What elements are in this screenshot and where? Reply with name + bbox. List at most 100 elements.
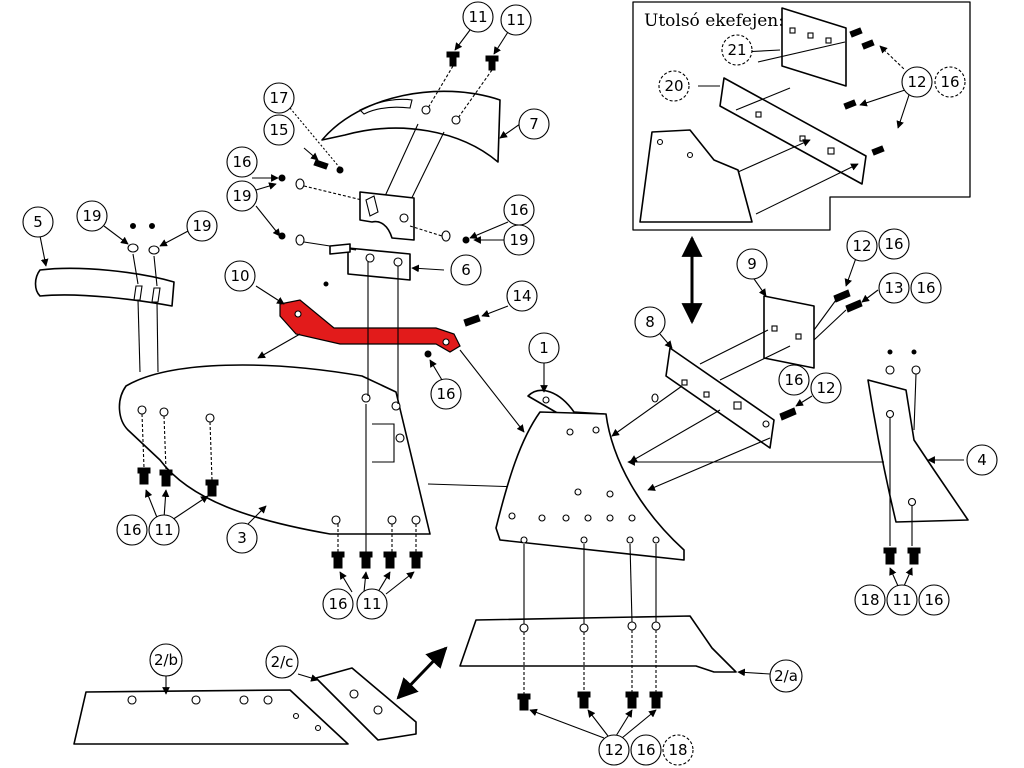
- svg-text:16: 16: [232, 153, 251, 171]
- callout-15: 15: [263, 114, 295, 146]
- nut: [149, 223, 155, 229]
- svg-text:9: 9: [747, 255, 757, 273]
- callout-19: 19: [186, 210, 218, 242]
- assembly-line: [699, 329, 769, 365]
- svg-text:14: 14: [512, 287, 531, 305]
- svg-text:18: 18: [860, 591, 879, 609]
- svg-text:11: 11: [468, 8, 487, 26]
- bolt-11: [485, 55, 499, 71]
- svg-text:2/b: 2/b: [154, 651, 178, 669]
- washer: [911, 365, 921, 375]
- svg-text:19: 19: [82, 207, 101, 225]
- part-3-body: [118, 364, 431, 535]
- callout-1: 1: [528, 332, 560, 364]
- callout-19: 19: [503, 224, 535, 256]
- callout-16: 16: [503, 194, 535, 226]
- callout-12-inset: 12: [901, 66, 933, 98]
- callout-7: 7: [518, 108, 550, 140]
- bolt-14: [463, 314, 481, 327]
- assembly-line: [757, 41, 846, 63]
- callout-16: 16: [778, 364, 810, 396]
- svg-text:4: 4: [977, 451, 987, 469]
- nut: [887, 349, 893, 355]
- svg-text:16: 16: [884, 235, 903, 253]
- svg-text:12: 12: [604, 741, 623, 759]
- part-10-strut-highlighted: [279, 299, 461, 353]
- callout-16: 16: [430, 378, 462, 410]
- callout-11: 11: [148, 514, 180, 546]
- svg-text:6: 6: [461, 261, 471, 279]
- callout-11: 11: [462, 1, 494, 33]
- bolt-12: [833, 289, 851, 303]
- washer: [127, 243, 139, 253]
- svg-text:3: 3: [237, 529, 247, 547]
- assembly-line: [755, 163, 859, 215]
- svg-text:5: 5: [33, 213, 43, 231]
- inset-last-plough-head: Utolsó ekefejen: 21: [632, 1, 971, 231]
- svg-text:16: 16: [436, 385, 455, 403]
- callout-6: 6: [450, 254, 482, 286]
- callout-16: 16: [918, 584, 950, 616]
- bolt-13: [845, 299, 863, 313]
- callout-17: 17: [263, 82, 295, 114]
- svg-text:12: 12: [852, 237, 871, 255]
- callout-21: 21: [721, 34, 753, 66]
- callout-2b: 2/b: [149, 643, 183, 677]
- callout-11: 11: [886, 584, 918, 616]
- callout-13: 13: [878, 272, 910, 304]
- part-8-plate: [665, 347, 775, 449]
- svg-text:16: 16: [924, 591, 943, 609]
- svg-text:15: 15: [269, 121, 288, 139]
- part-20-long-plate: [719, 77, 867, 185]
- svg-text:16: 16: [509, 201, 528, 219]
- svg-text:7: 7: [529, 115, 539, 133]
- washer: [651, 393, 659, 403]
- assembly-line: [735, 87, 791, 111]
- callout-16: 16: [322, 588, 354, 620]
- svg-text:12: 12: [907, 73, 926, 91]
- hardware-15-17: [313, 159, 344, 174]
- callout-16: 16: [630, 734, 662, 766]
- part-2a-share: [459, 615, 737, 673]
- svg-text:21: 21: [727, 41, 746, 59]
- part-7-bracket: [321, 90, 501, 163]
- bolts-11-right: [331, 551, 423, 569]
- callout-16: 16: [910, 272, 942, 304]
- callout-16-inset: 16: [934, 66, 966, 98]
- callout-4: 4: [966, 444, 998, 476]
- part-1-mouldboard: [495, 389, 685, 561]
- part-5-bar: [34, 267, 175, 307]
- svg-text:8: 8: [645, 313, 655, 331]
- part-9-plate: [763, 295, 815, 369]
- svg-text:20: 20: [664, 77, 683, 95]
- callout-18: 18: [854, 584, 886, 616]
- washers-left-top: [278, 174, 363, 201]
- svg-text:11: 11: [362, 595, 381, 613]
- callout-2c: 2/c: [265, 645, 299, 679]
- svg-text:13: 13: [884, 279, 903, 297]
- hole: [755, 111, 762, 118]
- svg-text:19: 19: [192, 217, 211, 235]
- svg-text:2/a: 2/a: [774, 667, 798, 685]
- assembly-line: [719, 345, 791, 381]
- hole: [827, 147, 835, 155]
- part-2c-point: [315, 667, 417, 741]
- inset-bolts: [843, 27, 885, 156]
- callout-10: 10: [224, 260, 256, 292]
- nut: [323, 281, 329, 287]
- callout-16: 16: [116, 514, 148, 546]
- hole: [825, 37, 832, 44]
- inset-mouldboard: [639, 129, 753, 223]
- bolt-11: [883, 547, 897, 565]
- part-6-clamp: [347, 191, 415, 281]
- bolt-11: [446, 51, 460, 67]
- bolts-12-bottom: [517, 691, 663, 711]
- svg-text:16: 16: [940, 73, 959, 91]
- callout-18: 18: [662, 734, 694, 766]
- svg-text:16: 16: [916, 279, 935, 297]
- svg-text:16: 16: [636, 741, 655, 759]
- callout-14: 14: [506, 280, 538, 312]
- hole: [807, 32, 814, 39]
- svg-text:17: 17: [269, 89, 288, 107]
